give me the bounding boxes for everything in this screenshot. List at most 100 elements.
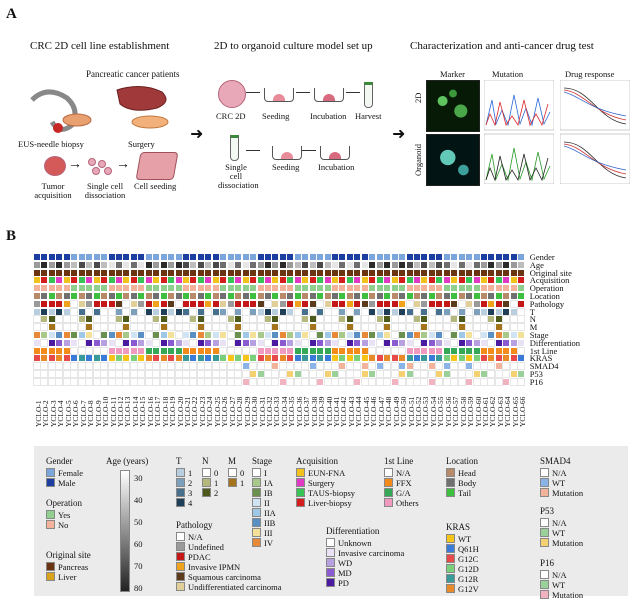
legend-diff-unknown: Unknown — [326, 538, 372, 548]
heatmap-cell — [494, 377, 503, 386]
heatmap-cell — [189, 370, 198, 378]
heatmap-cell — [442, 323, 451, 332]
heatmap-cell — [413, 355, 420, 362]
heatmap-cell — [250, 269, 257, 276]
heatmap-cell — [412, 323, 421, 332]
heatmap-cell — [145, 277, 152, 284]
cell-flask-icon — [135, 152, 179, 180]
heatmap-cell — [107, 323, 116, 332]
heatmap-cell — [361, 277, 368, 284]
swatch-icon — [252, 488, 261, 497]
heatmap-cell — [346, 316, 353, 323]
heatmap-cell — [242, 378, 249, 385]
heatmap-cell — [160, 269, 167, 276]
heatmap-cell — [62, 315, 71, 324]
heatmap-cell — [443, 347, 450, 354]
heatmap-cell — [34, 332, 40, 338]
heatmap-cell — [309, 339, 316, 346]
legend-kras-g12c: G12C — [446, 554, 478, 564]
heatmap-cell — [242, 261, 249, 268]
heatmap-cell — [34, 339, 40, 346]
heatmap-cell — [324, 332, 331, 338]
heatmap-cell — [286, 315, 295, 324]
heatmap-cell — [436, 355, 443, 362]
heatmap-cell — [518, 254, 525, 260]
heatmap-cell — [317, 355, 324, 362]
heatmap-cell — [510, 355, 517, 362]
heatmap-cell — [130, 308, 137, 315]
heatmap-cell — [354, 308, 361, 315]
heatmap-cell — [70, 377, 79, 386]
heatmap-cell — [435, 362, 444, 371]
legend-stage-iia: IIA — [252, 508, 276, 518]
heatmap-cell — [458, 355, 465, 362]
heatmap-cell — [384, 254, 391, 260]
heatmap-cell — [227, 293, 234, 299]
swatch-icon — [326, 538, 335, 547]
heatmap-cell — [56, 285, 63, 292]
heatmap-cell — [332, 339, 338, 346]
heatmap-cell — [101, 339, 108, 346]
heatmap-cell — [495, 339, 502, 346]
heatmap-cell — [495, 269, 502, 276]
heatmap-cell — [93, 293, 100, 299]
heatmap-cell — [368, 315, 377, 324]
row-label: Differentiation — [529, 337, 581, 348]
heatmap-cell — [354, 293, 361, 299]
heatmap-cell — [332, 332, 338, 338]
heatmap-cell — [316, 299, 325, 308]
heatmap-cell — [226, 331, 235, 339]
heatmap-cell — [137, 370, 146, 378]
heatmap-cell — [33, 315, 41, 324]
sample-label: YCLO-66 — [518, 396, 528, 427]
heatmap-cell — [406, 332, 413, 338]
heatmap-cell — [308, 377, 317, 386]
heatmap-cell — [63, 308, 70, 315]
heatmap-cell — [101, 355, 108, 362]
heatmap-cell — [219, 315, 228, 324]
heatmap-cell — [361, 269, 368, 276]
heatmap-cell — [428, 285, 435, 292]
heatmap-cell — [272, 308, 279, 315]
heatmap-cell — [279, 347, 286, 354]
heatmap-cell — [242, 285, 249, 292]
heatmap-cell — [494, 370, 503, 378]
heatmap-cell — [442, 331, 451, 339]
heatmap-cell — [48, 324, 55, 331]
heatmap-cell — [293, 307, 302, 316]
heatmap-cell — [503, 355, 510, 362]
heatmap-cell — [323, 323, 332, 332]
heatmap-cell — [509, 299, 518, 308]
heatmap-cell — [153, 285, 160, 292]
heatmap-cell — [360, 315, 369, 324]
heatmap-cell — [317, 339, 324, 346]
heatmap-cell — [466, 293, 473, 299]
heatmap-cell — [129, 370, 138, 378]
heatmap-cell — [294, 261, 301, 268]
heatmap-cell — [101, 300, 108, 307]
heatmap-cell — [130, 347, 137, 354]
swatch-icon — [540, 570, 549, 579]
heatmap-cell — [145, 254, 152, 260]
heatmap-cell — [249, 362, 258, 371]
label-eus-biopsy: EUS-needle biopsy — [18, 139, 84, 149]
legend-original-site-title: Original site — [46, 550, 91, 560]
heatmap-cell — [212, 254, 219, 260]
heatmap-cell — [495, 254, 502, 260]
heatmap-cell — [510, 332, 517, 338]
heatmap-cell — [123, 332, 130, 338]
heatmap-cell — [458, 277, 465, 284]
heatmap-cell — [406, 371, 413, 377]
heatmap-cell — [406, 347, 413, 354]
heatmap-cell — [376, 332, 383, 338]
heatmap-cell — [294, 339, 301, 346]
legend-gender-title: Gender — [46, 456, 73, 466]
heatmap-cell — [317, 332, 324, 338]
heatmap-cell — [263, 323, 272, 332]
heatmap-cell — [406, 339, 413, 346]
heatmap-cell — [324, 347, 331, 354]
heatmap-cell — [502, 315, 511, 324]
heatmap-cell — [235, 300, 242, 307]
heatmap-cell — [436, 254, 443, 260]
heatmap-cell — [263, 299, 272, 308]
